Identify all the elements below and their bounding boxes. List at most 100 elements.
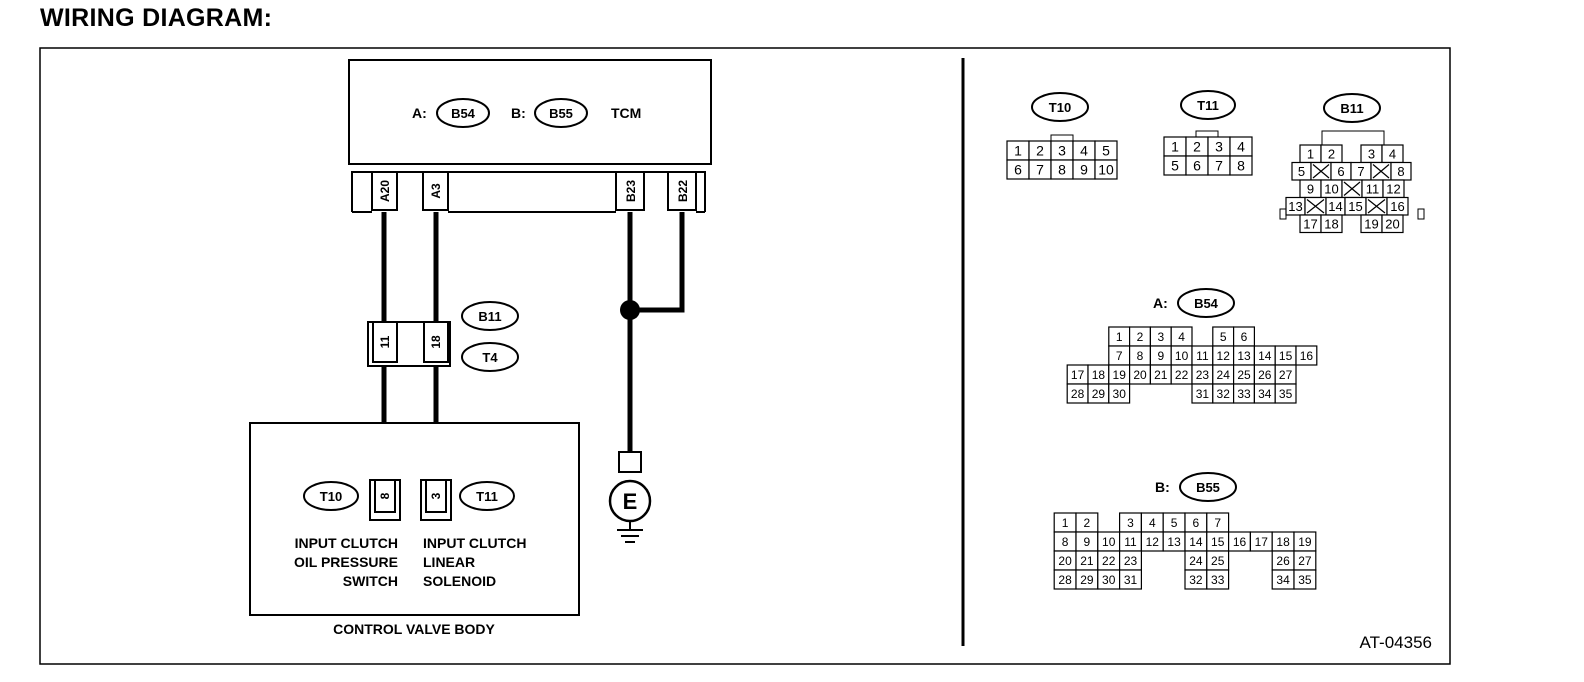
pin-number: 27 xyxy=(1298,554,1312,568)
pin-number: 2 xyxy=(1328,146,1335,161)
left-pin-8: 8 xyxy=(378,492,392,499)
left-connector-t10: T10 xyxy=(320,489,342,504)
pin-number: 8 xyxy=(1237,158,1245,174)
pin-number: 24 xyxy=(1189,554,1203,568)
pin-number: 3 xyxy=(1215,139,1223,155)
pin-number: 23 xyxy=(1124,554,1138,568)
switch-label-line-2: OIL PRESSURE xyxy=(294,554,398,570)
pin-number: 11 xyxy=(1366,181,1380,196)
pin-number: 4 xyxy=(1149,516,1156,530)
pin-number: 35 xyxy=(1298,573,1312,587)
pin-cell-b54 xyxy=(1108,383,1131,404)
pin-number: 6 xyxy=(1193,516,1200,530)
pin-number: 10 xyxy=(1102,535,1116,549)
pin-number: 5 xyxy=(1171,158,1179,174)
pin-number: 21 xyxy=(1154,368,1168,382)
ground-label: E xyxy=(623,489,638,514)
pin-number: 22 xyxy=(1102,554,1116,568)
control-valve-body: 8 3 T10 T11 INPUT CLUTCH OIL PRESSURE SW… xyxy=(249,422,580,616)
pin-number: 28 xyxy=(1058,573,1072,587)
tcm-prefix-b: B: xyxy=(511,105,526,121)
pin-number: 1 xyxy=(1116,330,1123,344)
pin-number: 4 xyxy=(1080,143,1088,159)
pin-number: 27 xyxy=(1279,368,1293,382)
pin-number: 2 xyxy=(1084,516,1091,530)
pin-number: 15 xyxy=(1211,535,1225,549)
pin-number: 31 xyxy=(1124,573,1138,587)
blank-pin-mark xyxy=(1343,181,1361,196)
pin-number: 6 xyxy=(1014,162,1022,178)
tcm-pin-b23: B23 xyxy=(624,180,638,202)
switch-label-line-3: SWITCH xyxy=(343,573,398,589)
pin-number: 19 xyxy=(1364,216,1378,231)
connector-name-b11: B11 xyxy=(1340,101,1363,116)
pin-number: 3 xyxy=(1127,516,1134,530)
connector-name-b55: B55 xyxy=(1196,480,1220,495)
pin-number: 8 xyxy=(1397,164,1404,179)
solenoid-label-line-2: LINEAR xyxy=(423,554,475,570)
tcm-connector-b: B55 xyxy=(549,106,573,121)
pin-number: 17 xyxy=(1071,368,1085,382)
pin-number: 1 xyxy=(1062,516,1069,530)
pin-number: 25 xyxy=(1237,368,1251,382)
tcm-name: TCM xyxy=(611,105,641,121)
pin-number: 9 xyxy=(1084,535,1091,549)
pin-number: 1 xyxy=(1014,143,1022,159)
pin-number: 18 xyxy=(1324,216,1338,231)
pin-number: 18 xyxy=(1276,535,1290,549)
control-valve-body-label: CONTROL VALVE BODY xyxy=(333,621,495,637)
blank-pin-mark xyxy=(1306,199,1325,214)
pin-number: 4 xyxy=(1389,146,1396,161)
pin-number: 17 xyxy=(1255,535,1269,549)
pin-number: 22 xyxy=(1175,368,1189,382)
diagram-frame xyxy=(39,47,1451,665)
pin-number: 13 xyxy=(1237,349,1251,363)
blank-pin-mark xyxy=(1372,164,1390,179)
pin-number: 33 xyxy=(1211,573,1225,587)
pin-number: 15 xyxy=(1348,199,1362,214)
joint-pin-18: 18 xyxy=(429,335,443,349)
pin-number: 18 xyxy=(1092,368,1106,382)
pin-number: 4 xyxy=(1237,139,1245,155)
pin-number: 30 xyxy=(1113,387,1127,401)
pin-number: 3 xyxy=(1157,330,1164,344)
joint-connector-t4: T4 xyxy=(482,350,498,365)
pin-cell-b55 xyxy=(1293,569,1317,590)
pin-number: 6 xyxy=(1241,330,1248,344)
pin-number: 34 xyxy=(1276,573,1290,587)
pin-number: 26 xyxy=(1258,368,1272,382)
pin-number: 32 xyxy=(1189,573,1203,587)
pin-number: 7 xyxy=(1357,164,1364,179)
pin-cell-b55 xyxy=(1206,569,1230,590)
pin-number: 8 xyxy=(1062,535,1069,549)
tcm-pin-a3: A3 xyxy=(429,183,443,199)
pin-number: 12 xyxy=(1217,349,1231,363)
pin-number: 12 xyxy=(1146,535,1160,549)
pin-number: 17 xyxy=(1303,216,1317,231)
ground-symbol: E xyxy=(608,451,652,543)
connector-prefix-b55: B: xyxy=(1155,479,1170,495)
pin-number: 9 xyxy=(1080,162,1088,178)
blank-pin-mark xyxy=(1312,164,1330,179)
pin-number: 5 xyxy=(1298,164,1305,179)
pin-number: 31 xyxy=(1196,387,1210,401)
pin-number: 20 xyxy=(1133,368,1147,382)
pin-number: 1 xyxy=(1307,146,1314,161)
pin-number: 28 xyxy=(1071,387,1085,401)
pin-cell-b55 xyxy=(1118,569,1142,590)
pin-number: 4 xyxy=(1178,330,1185,344)
pin-number: 2 xyxy=(1137,330,1144,344)
pin-number: 35 xyxy=(1279,387,1293,401)
pin-number: 7 xyxy=(1215,158,1223,174)
pin-number: 14 xyxy=(1328,199,1342,214)
page-title: WIRING DIAGRAM: xyxy=(40,4,273,32)
